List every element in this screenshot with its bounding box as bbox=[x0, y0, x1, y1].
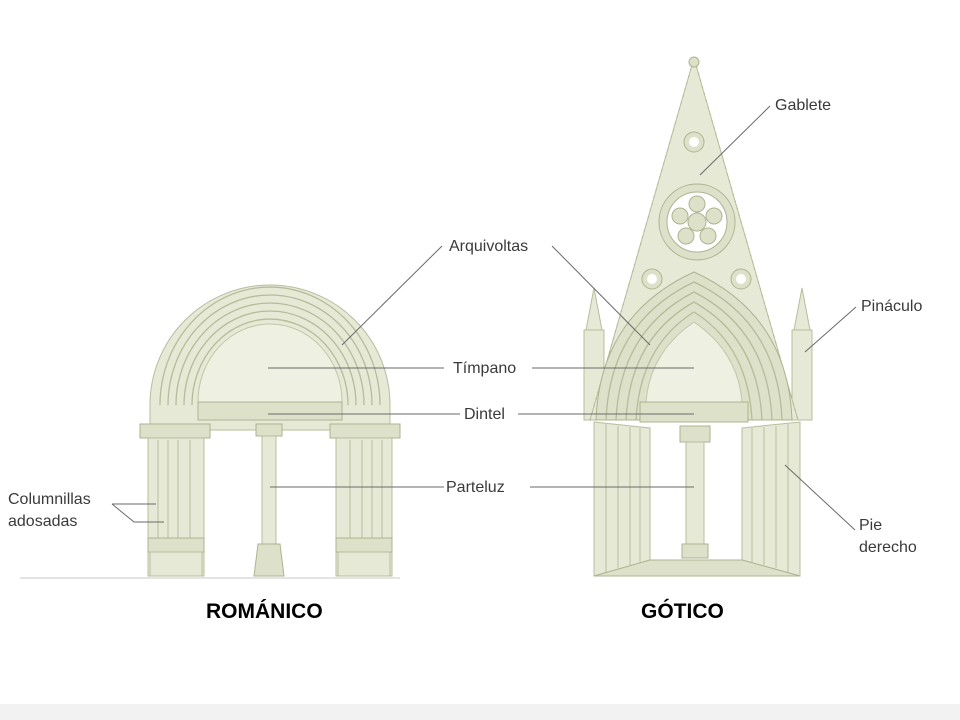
romanesque-portal bbox=[20, 284, 401, 579]
caption-romanico: ROMÁNICO bbox=[206, 600, 323, 623]
leader-pie-derecho bbox=[784, 464, 856, 531]
romanesque-capital-right bbox=[329, 423, 401, 439]
romanesque-jamb-left bbox=[147, 437, 205, 577]
label-dintel: Dintel bbox=[464, 406, 505, 423]
romanesque-trumeau bbox=[253, 423, 285, 577]
label-columnillas-line2: adosadas bbox=[8, 513, 77, 530]
gothic-tympanum bbox=[645, 321, 743, 403]
romanesque-jamb-right bbox=[335, 437, 393, 577]
romanesque-lintel bbox=[197, 401, 343, 421]
gothic-jamb-left bbox=[593, 421, 651, 577]
gothic-pinnacle-right bbox=[791, 287, 813, 421]
label-pinaculo: Pináculo bbox=[861, 298, 922, 315]
label-gablete: Gablete bbox=[775, 97, 831, 114]
label-timpano: Tímpano bbox=[453, 360, 516, 377]
romanesque-tympanum bbox=[197, 323, 343, 403]
romanesque-capital-left bbox=[139, 423, 211, 439]
leader-columnillas-2 bbox=[111, 503, 164, 523]
label-columnillas-line1: Columnillas bbox=[8, 491, 91, 508]
caption-gotico: GÓTICO bbox=[641, 599, 724, 623]
gothic-jamb-right bbox=[741, 421, 801, 577]
gothic-floor bbox=[593, 559, 801, 577]
label-pie-derecho-line2: derecho bbox=[859, 539, 917, 556]
gothic-trumeau bbox=[679, 425, 711, 559]
label-arquivoltas: Arquivoltas bbox=[449, 238, 528, 255]
leader-pinaculo bbox=[804, 306, 857, 353]
leader-gablete bbox=[699, 105, 771, 176]
leader-arquivoltas-gotico bbox=[551, 245, 651, 346]
label-parteluz: Parteluz bbox=[446, 479, 505, 496]
gothic-lintel bbox=[639, 401, 749, 423]
gothic-portal bbox=[583, 56, 813, 577]
label-pie-derecho-line1: Pie bbox=[859, 517, 882, 534]
bottom-band bbox=[0, 704, 960, 720]
leader-lines bbox=[111, 105, 857, 531]
leader-arquivoltas-romanico bbox=[341, 245, 443, 346]
